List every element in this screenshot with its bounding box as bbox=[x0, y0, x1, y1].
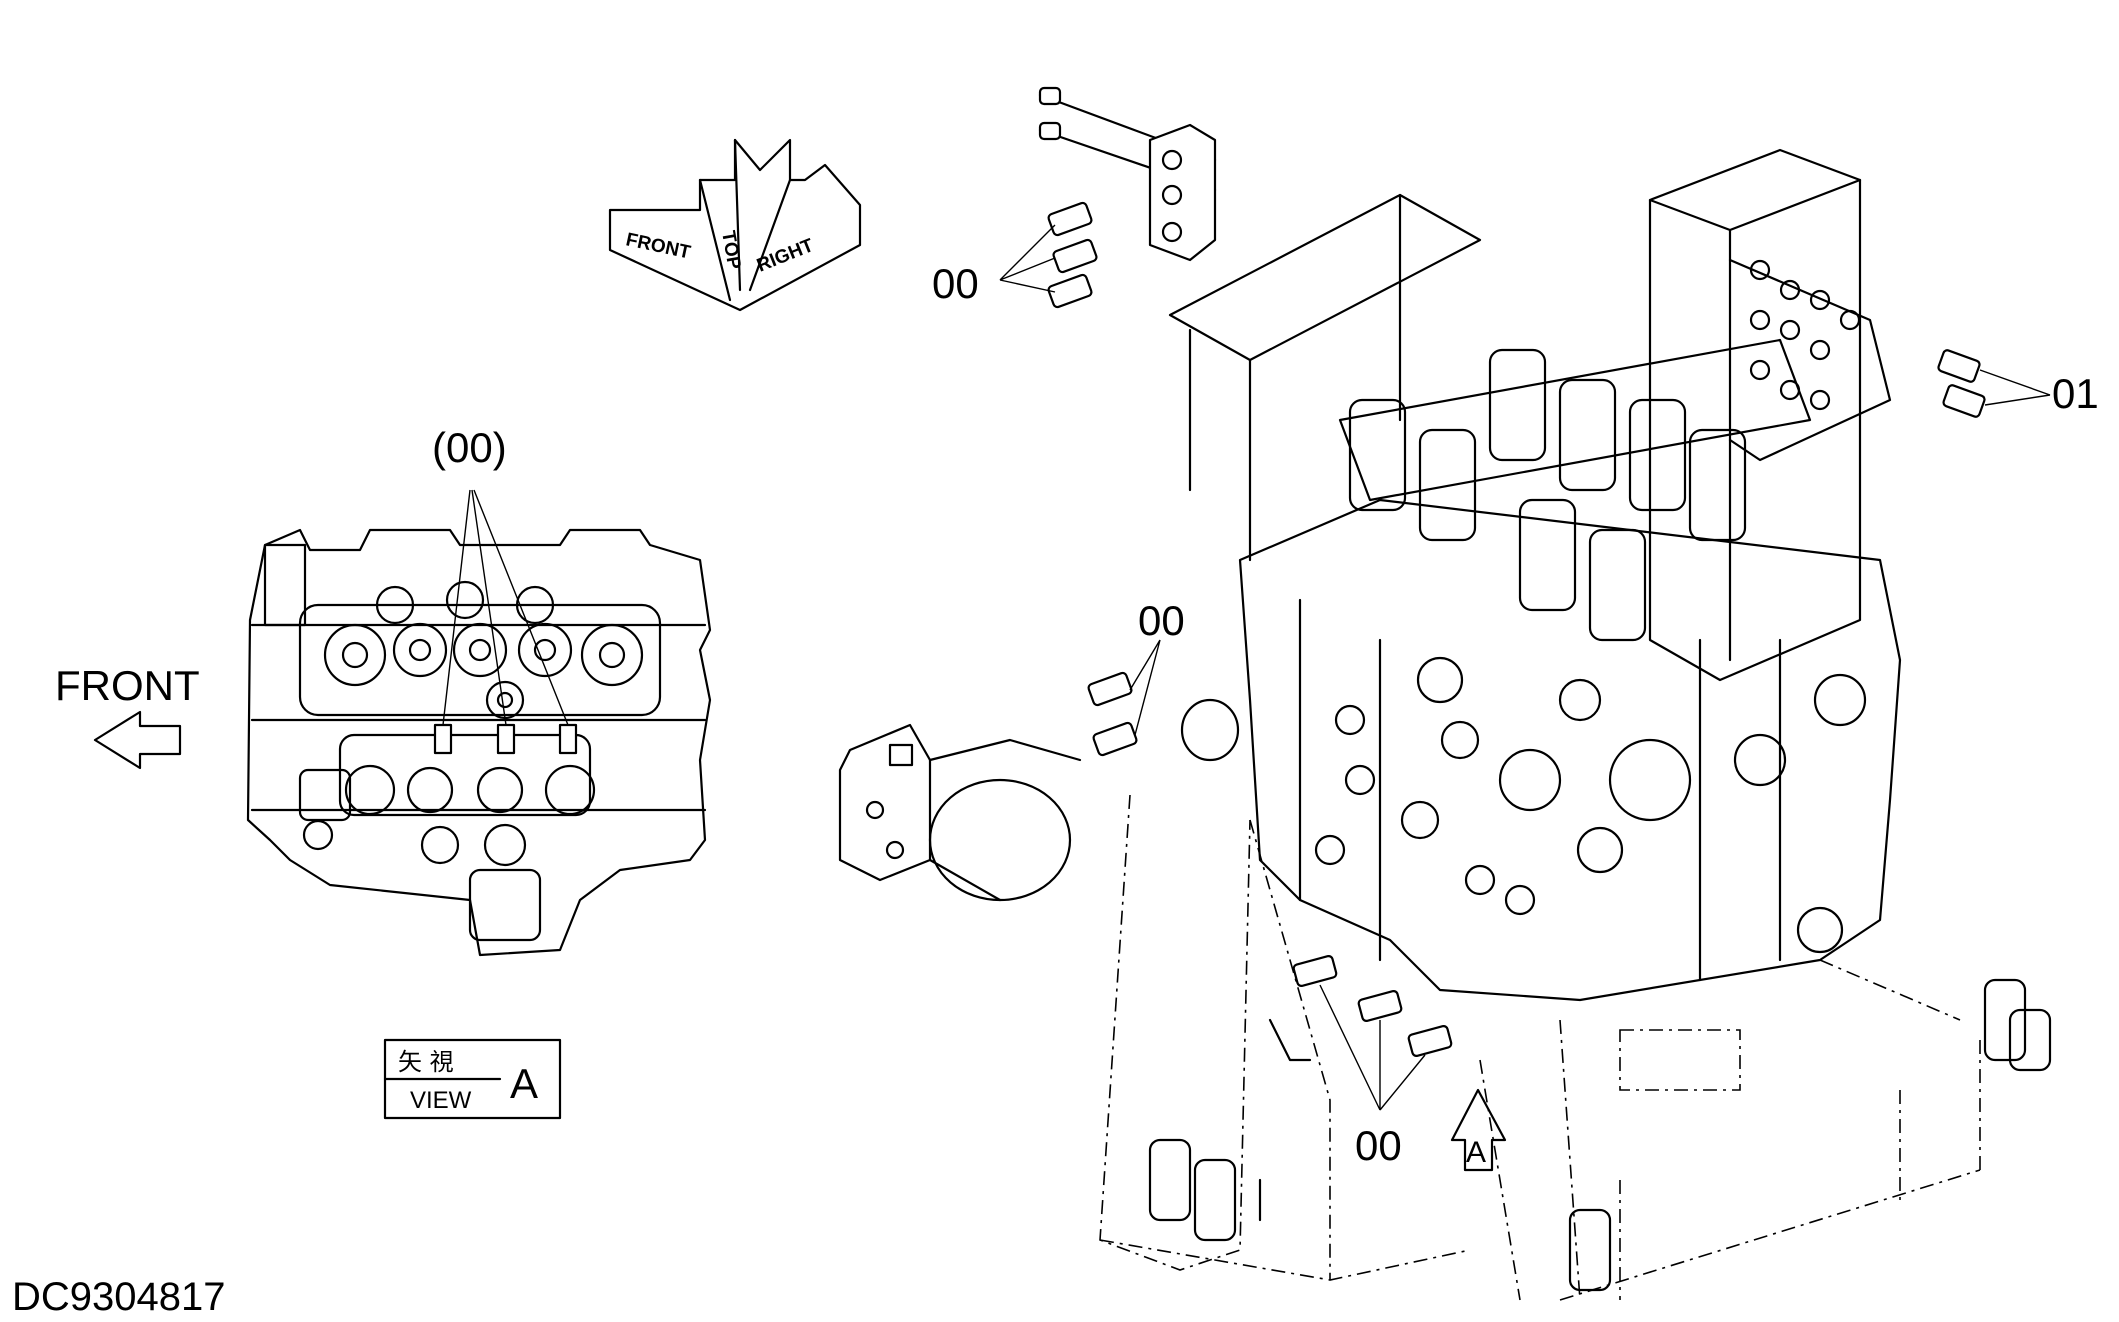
view-a-arrow-letter: A bbox=[1466, 1136, 1486, 1169]
view-word: VIEW bbox=[410, 1087, 472, 1114]
callout-upper-left: 00 bbox=[932, 260, 979, 307]
mounting-bolt-icon bbox=[1148, 978, 2052, 1292]
view-kanji: 矢 視 bbox=[398, 1048, 454, 1076]
view-a-arrow-icon bbox=[1450, 1088, 1507, 1172]
view-box: 矢 視 VIEW A bbox=[383, 1038, 562, 1120]
cube-right-label: RIGHT bbox=[754, 235, 817, 277]
view-a-drawing: (00) FRONT bbox=[55, 424, 712, 957]
drawing-id: DC9304817 bbox=[12, 1275, 226, 1319]
pressure-sensor-icon bbox=[1047, 201, 1098, 309]
view-a-callout: (00) bbox=[432, 424, 507, 471]
view-letter: A bbox=[510, 1060, 538, 1107]
callout-right: 01 bbox=[2052, 370, 2099, 417]
front-arrow-icon bbox=[93, 710, 182, 770]
callout-middle: 00 bbox=[1138, 597, 1185, 644]
front-label: FRONT bbox=[55, 662, 200, 709]
callout-lower: 00 bbox=[1355, 1122, 1402, 1169]
cube-front-label: FRONT bbox=[624, 229, 693, 263]
orientation-cube: FRONT TOP RIGHT bbox=[608, 138, 862, 312]
main-assembly: 00 01 bbox=[838, 86, 2099, 1301]
